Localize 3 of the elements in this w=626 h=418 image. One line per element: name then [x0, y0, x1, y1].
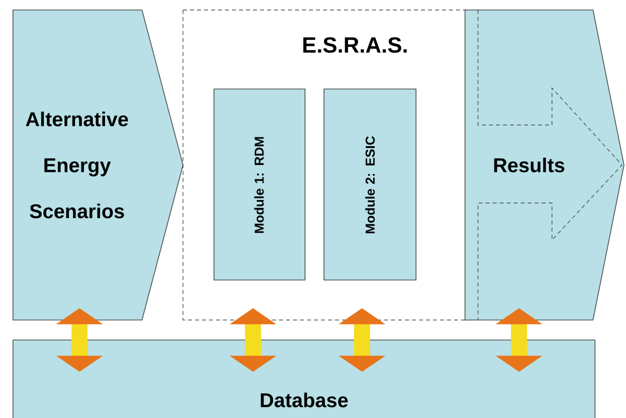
module-box: Module 1: RDM	[214, 88, 306, 280]
database-box: Database	[12, 340, 596, 418]
module-box: Module 2: ESIC	[324, 88, 416, 280]
